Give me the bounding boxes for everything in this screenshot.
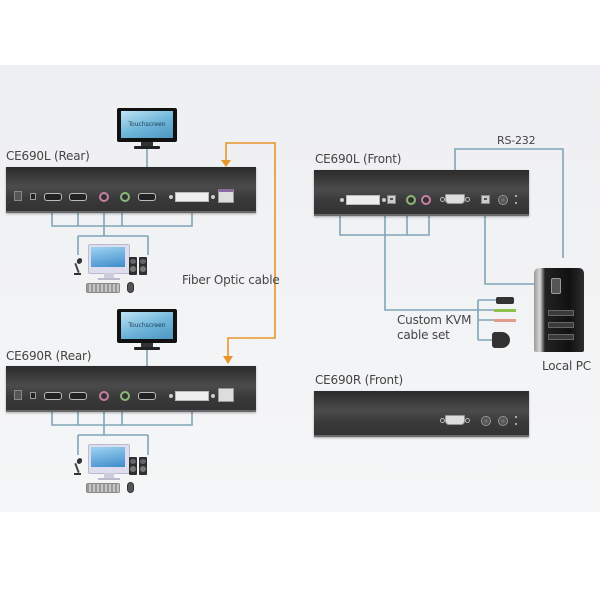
local-pc-label: Local PC — [542, 359, 591, 373]
speaker-jack-icon — [120, 192, 130, 202]
touchscreen-monitor-top: Touchscreen — [117, 108, 177, 149]
kvm-cable-label-line1: Custom KVM — [397, 313, 472, 327]
power-port-icon — [14, 191, 22, 201]
unit-label-ce690l-front: CE690L (Front) — [315, 152, 402, 166]
ce690l-front-panel — [314, 170, 529, 216]
hdmi-port-icon — [44, 392, 62, 400]
microphone-icon — [74, 257, 84, 276]
fiber-sfp-port-icon — [218, 189, 234, 203]
mic-jack-icon — [421, 195, 431, 205]
fiber-optic-label: Fiber Optic cable — [182, 273, 280, 287]
mic-jack-icon — [99, 391, 109, 401]
dc-in-port-icon — [30, 392, 36, 399]
led-indicators-icon — [515, 195, 517, 204]
fiber-sfp-port-icon — [218, 388, 234, 402]
microphone-icon — [74, 457, 84, 476]
rs232-port-icon — [440, 415, 470, 425]
speakers-icon — [129, 257, 147, 275]
rs232-label: RS-232 — [497, 134, 536, 147]
local-monitor-icon — [88, 244, 130, 280]
dvi-plug-icon — [492, 332, 510, 348]
keyboard-icon — [86, 483, 120, 493]
button-icon — [498, 195, 508, 205]
mouse-icon — [127, 482, 134, 493]
audio-plug-pink-icon — [494, 319, 516, 322]
hdmi-port-icon — [69, 193, 87, 201]
button-icon — [498, 416, 508, 426]
hdmi-port-icon — [44, 193, 62, 201]
unit-label-ce690l-rear: CE690L (Rear) — [6, 149, 90, 163]
touchscreen-monitor-bottom: Touchscreen — [117, 309, 177, 350]
kvm-cable-label-line2: cable set — [397, 328, 450, 342]
hdmi-port-icon — [69, 392, 87, 400]
local-monitor-icon — [88, 444, 130, 480]
speakers-icon — [129, 457, 147, 475]
local-pc-icon — [534, 268, 584, 352]
power-port-icon — [14, 390, 22, 400]
rs232-port-icon — [440, 194, 470, 204]
dc-in-port-icon — [30, 193, 36, 200]
touchscreen-label-top: Touchscreen — [121, 111, 173, 138]
speaker-jack-icon — [406, 195, 416, 205]
audio-plug-green-icon — [494, 309, 516, 312]
led-indicators-icon — [515, 416, 517, 425]
hdmi-touch-port-icon — [138, 193, 156, 201]
usb-b-port-icon — [387, 195, 396, 204]
mouse-icon — [127, 282, 134, 293]
touchscreen-label-bottom: Touchscreen — [121, 312, 173, 339]
usb-b-port-icon — [481, 195, 490, 204]
button-icon — [481, 416, 491, 426]
ce690l-rear-panel — [6, 167, 256, 213]
unit-label-ce690r-front: CE690R (Front) — [315, 373, 403, 387]
ce690r-rear-panel — [6, 366, 256, 412]
dvi-port-icon — [169, 192, 215, 202]
hdmi-touch-port-icon — [138, 392, 156, 400]
ce690r-front-panel — [314, 391, 529, 437]
mic-jack-icon — [99, 192, 109, 202]
speaker-jack-icon — [120, 391, 130, 401]
dvi-port-icon — [340, 195, 386, 205]
dvi-port-icon — [169, 391, 215, 401]
keyboard-icon — [86, 283, 120, 293]
ps2-plug-icon — [496, 297, 514, 304]
unit-label-ce690r-rear: CE690R (Rear) — [6, 349, 92, 363]
